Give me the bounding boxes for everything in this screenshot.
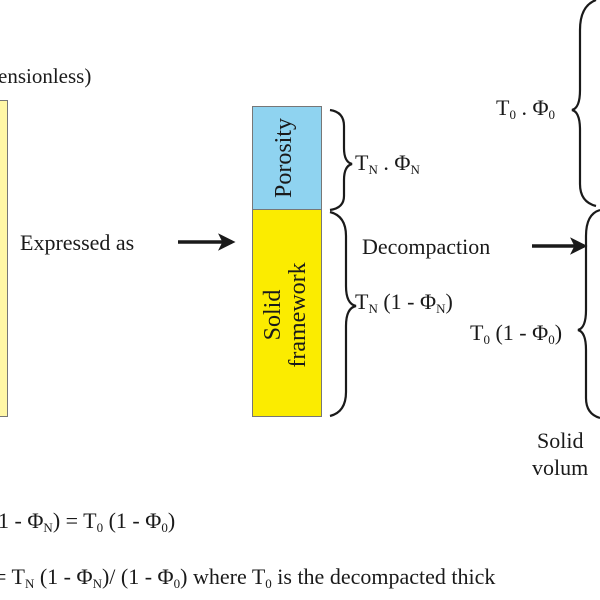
eq1-a: 1 - Φ — [0, 508, 44, 533]
eq2-a: = T — [0, 564, 25, 589]
solid-framework-box — [252, 209, 322, 417]
expressed-as-label: Expressed as — [20, 230, 135, 255]
eq1-c-sub: 0 — [161, 520, 168, 535]
t0-phi0-T: T — [496, 95, 510, 120]
eq1-d: ) — [167, 508, 176, 533]
tn-solid-end: ) — [445, 289, 453, 314]
t0-solid-end: ) — [554, 320, 563, 345]
tn-solid-label: TN (1 - ΦN) — [355, 289, 453, 316]
t0-phi0-label: T0 . Φ0 — [496, 95, 556, 122]
tn-phin-mid: . Φ — [377, 150, 411, 175]
solid-volume-line2: volum — [532, 455, 589, 480]
t0-phi0-mid: . Φ — [515, 95, 549, 120]
eq2-b: (1 - Φ — [34, 564, 93, 589]
eq1-a-sub: N — [43, 520, 53, 535]
eq2-c: )/ (1 - Φ — [101, 564, 174, 589]
tn-phin-T: T — [355, 150, 369, 175]
t0-phi0-sub2: 0 — [548, 107, 556, 122]
tn-phin-label: TN . ΦN — [355, 150, 420, 177]
tn-solid-T: T — [355, 289, 369, 314]
tn-solid-sub2: N — [436, 301, 446, 316]
porosity-brace — [329, 108, 353, 212]
top-left-label: ensionless) — [0, 64, 92, 88]
tn-phin-sub1: N — [368, 162, 378, 177]
t0-solid-mid: (1 - Φ — [489, 320, 549, 345]
t0-solid-T: T — [470, 320, 484, 345]
tn-solid-mid: (1 - Φ — [377, 289, 437, 314]
porosity-box — [252, 106, 322, 210]
solid-volume-line1: Solid — [537, 428, 584, 453]
eq1-b: ) = T — [52, 508, 97, 533]
t0-porosity-brace — [571, 0, 597, 208]
equation-1: 1 - ΦN) = T0 (1 - Φ0) — [0, 508, 176, 535]
t0-solid-sub1: 0 — [483, 332, 490, 347]
tn-solid-sub1: N — [368, 301, 378, 316]
eq2-a-sub: N — [24, 576, 35, 591]
t0-solid-brace — [577, 208, 600, 420]
solid-brace — [329, 210, 357, 418]
equation-2: = TN (1 - ΦN)/ (1 - Φ0) where T0 is the … — [0, 564, 496, 591]
left-solid-column — [0, 100, 8, 417]
eq1-c: (1 - Φ — [103, 508, 162, 533]
tn-phin-sub2: N — [410, 162, 420, 177]
eq2-d: ) where T — [180, 564, 266, 589]
eq1-b-sub: 0 — [96, 520, 104, 535]
t0-solid-label: T0 (1 - Φ0) — [470, 320, 563, 347]
eq2-b-sub: N — [92, 576, 102, 591]
eq2-d-sub: 0 — [265, 576, 272, 591]
decompaction-label: Decompaction — [362, 234, 491, 259]
t0-solid-sub2: 0 — [548, 332, 555, 347]
t0-phi0-sub1: 0 — [509, 107, 516, 122]
eq2-c-sub: 0 — [173, 576, 181, 591]
eq2-e: is the decompacted thick — [271, 564, 496, 589]
